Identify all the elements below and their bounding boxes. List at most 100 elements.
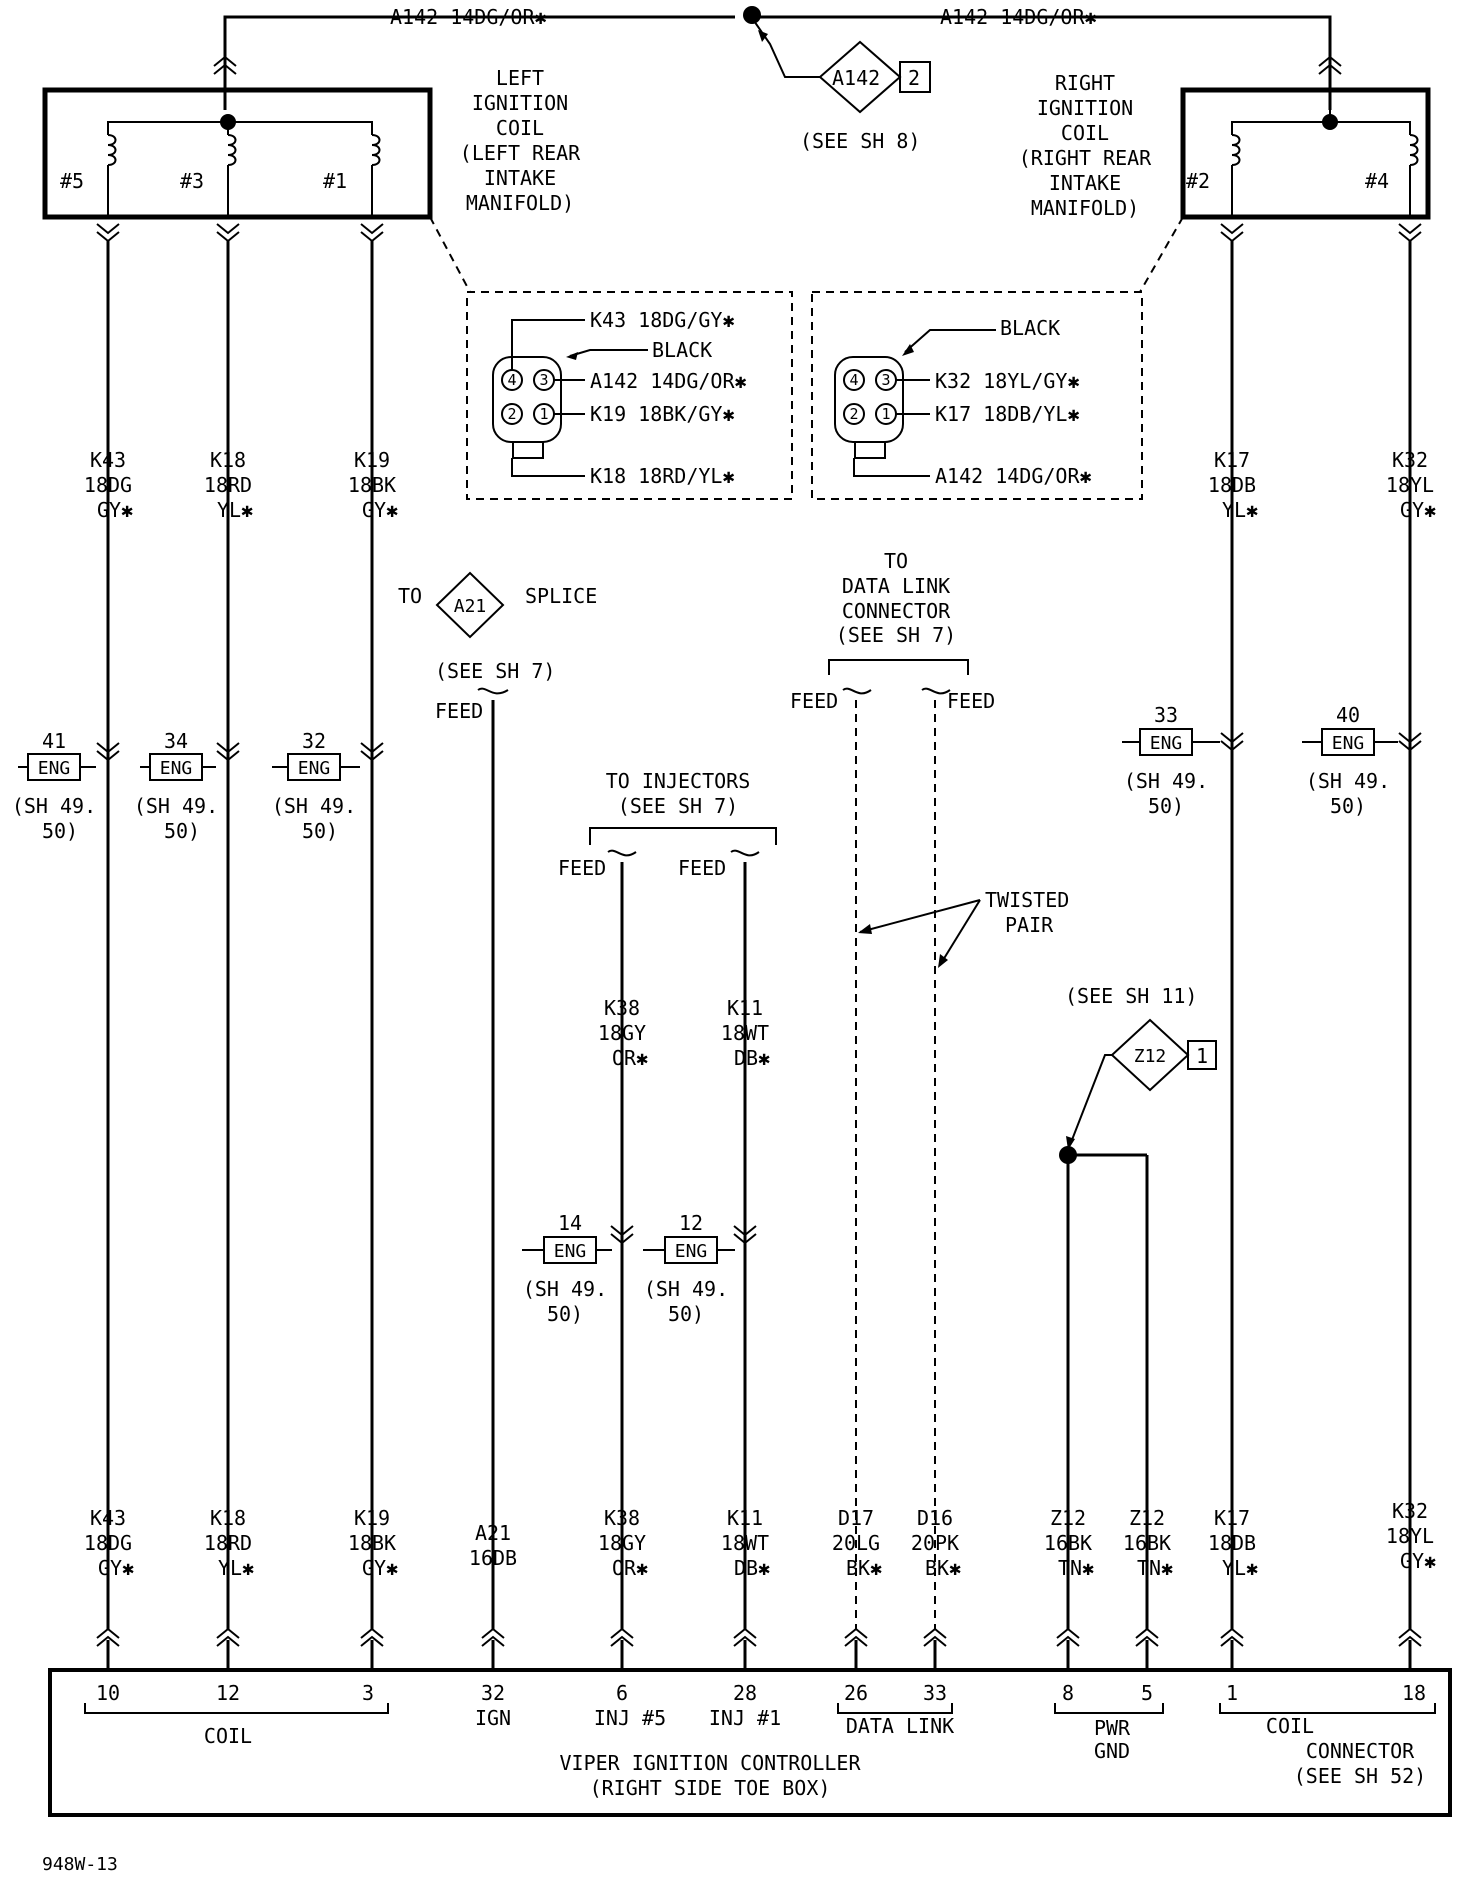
svg-text:3: 3 xyxy=(539,371,548,389)
svg-text:TN✱: TN✱ xyxy=(1058,1556,1094,1580)
svg-text:(RIGHT SIDE TOE BOX): (RIGHT SIDE TOE BOX) xyxy=(590,1776,831,1800)
svg-text:YL✱: YL✱ xyxy=(1222,498,1258,522)
svg-text:DATA LINK: DATA LINK xyxy=(846,1714,954,1738)
svg-text:40: 40 xyxy=(1336,703,1360,727)
right-ignition-coil xyxy=(1180,87,1431,220)
svg-text:K43: K43 xyxy=(90,1506,126,1530)
left-coil-internal xyxy=(107,114,381,217)
svg-text:20LG: 20LG xyxy=(832,1531,880,1555)
eng-ref-33: 33 ENG (SH 49. 50) xyxy=(1122,703,1220,818)
svg-text:D16: D16 xyxy=(917,1506,953,1530)
left-connector-face xyxy=(492,319,648,477)
svg-text:18DB: 18DB xyxy=(1208,1531,1256,1555)
z12-id: Z12 xyxy=(1134,1046,1167,1067)
winding-1: #1 xyxy=(323,169,347,193)
svg-text:YL✱: YL✱ xyxy=(1222,1556,1258,1580)
svg-text:18DG: 18DG xyxy=(84,1531,132,1555)
dlc-feed-right: FEED xyxy=(947,689,995,713)
svg-text:2: 2 xyxy=(849,405,858,423)
svg-text:COIL: COIL xyxy=(496,116,544,140)
svg-text:50): 50) xyxy=(42,819,78,843)
twisted-pair-line2: PAIR xyxy=(1005,913,1054,937)
dlc-bracket xyxy=(828,659,969,675)
svg-text:18DG: 18DG xyxy=(84,473,132,497)
right-coil-internal xyxy=(1231,110,1419,217)
svg-text:Z12: Z12 xyxy=(1050,1506,1086,1530)
svg-text:COIL: COIL xyxy=(1266,1714,1314,1738)
z12-num: 1 xyxy=(1196,1044,1208,1068)
svg-text:32: 32 xyxy=(481,1681,505,1705)
z12-see: (SEE SH 11) xyxy=(1065,984,1197,1008)
svg-text:VIPER IGNITION CONTROLLER: VIPER IGNITION CONTROLLER xyxy=(559,1751,861,1775)
svg-text:(LEFT REAR: (LEFT REAR xyxy=(460,141,581,165)
left-lead-a142: A142 14DG/OR✱ xyxy=(590,369,747,393)
svg-text:IGN: IGN xyxy=(475,1706,511,1730)
controller-name: VIPER IGNITION CONTROLLER (RIGHT SIDE TO… xyxy=(559,1751,861,1800)
svg-text:50): 50) xyxy=(164,819,200,843)
left-connector-color: BLACK xyxy=(652,338,712,362)
left-lead-k43: K43 18DG/GY✱ xyxy=(590,308,735,332)
svg-text:(SEE SH 7): (SEE SH 7) xyxy=(618,794,738,818)
injectors-label: TO INJECTORS (SEE SH 7) xyxy=(606,769,751,818)
svg-text:(SH 49.: (SH 49. xyxy=(272,794,356,818)
right-lead-k32: K32 18YL/GY✱ xyxy=(935,369,1080,393)
z12-reference xyxy=(1066,1018,1217,1150)
svg-text:20PK: 20PK xyxy=(911,1531,959,1555)
svg-text:D17: D17 xyxy=(838,1506,874,1530)
svg-text:K32: K32 xyxy=(1392,448,1428,472)
eng-ref-14: 14 ENG (SH 49. 50) xyxy=(522,1211,612,1326)
svg-text:6: 6 xyxy=(616,1681,628,1705)
svg-text:(SH 49.: (SH 49. xyxy=(134,794,218,818)
injectors-feed-right: FEED xyxy=(678,856,726,880)
a21-splice-ref xyxy=(435,571,505,639)
svg-text:INJ #1: INJ #1 xyxy=(709,1706,781,1730)
svg-text:ENG: ENG xyxy=(554,1241,587,1262)
svg-text:ENG: ENG xyxy=(1150,733,1183,754)
svg-text:A21: A21 xyxy=(475,1521,511,1545)
svg-text:K38: K38 xyxy=(604,996,640,1020)
svg-text:50): 50) xyxy=(547,1302,583,1326)
svg-text:18: 18 xyxy=(1402,1681,1426,1705)
svg-text:18GY: 18GY xyxy=(598,1021,646,1045)
svg-text:18RD: 18RD xyxy=(204,473,252,497)
svg-text:K11: K11 xyxy=(727,996,763,1020)
svg-text:TO: TO xyxy=(884,549,908,573)
svg-text:12: 12 xyxy=(679,1211,703,1235)
svg-text:ENG: ENG xyxy=(160,758,193,779)
svg-text:4: 4 xyxy=(849,371,858,389)
svg-text:ENG: ENG xyxy=(1332,733,1365,754)
eng-ref-12: 12 ENG (SH 49. 50) xyxy=(643,1211,735,1326)
svg-text:GY✱: GY✱ xyxy=(1400,1549,1436,1573)
controller-group-labels: COIL DATA LINK PWR GND COIL CONNECTOR (S… xyxy=(204,1714,1426,1788)
footer-code: 948W-13 xyxy=(42,1854,118,1875)
svg-text:(SH 49.: (SH 49. xyxy=(644,1277,728,1301)
svg-text:3: 3 xyxy=(881,371,890,389)
svg-text:(SH 49.: (SH 49. xyxy=(12,794,96,818)
a142-ref-num: 2 xyxy=(908,66,920,90)
injectors-bracket xyxy=(589,827,777,845)
eng-ref-41: 41 ENG (SH 49. 50) xyxy=(12,729,96,843)
a142-ref-id: A142 xyxy=(832,66,880,90)
svg-text:IGNITION: IGNITION xyxy=(1037,96,1133,120)
a21-to: TO xyxy=(398,584,422,608)
svg-text:CONNECTOR: CONNECTOR xyxy=(842,599,951,623)
viper-ignition-controller xyxy=(48,1668,1452,1817)
svg-text:33: 33 xyxy=(923,1681,947,1705)
svg-text:(RIGHT REAR: (RIGHT REAR xyxy=(1019,146,1152,170)
svg-text:K17: K17 xyxy=(1214,1506,1250,1530)
winding-5: #5 xyxy=(60,169,84,193)
svg-text:4: 4 xyxy=(507,371,516,389)
svg-text:16DB: 16DB xyxy=(469,1546,517,1570)
svg-text:8: 8 xyxy=(1062,1681,1074,1705)
svg-text:GND: GND xyxy=(1094,1739,1130,1763)
winding-3: #3 xyxy=(180,169,204,193)
svg-text:33: 33 xyxy=(1154,703,1178,727)
svg-text:ENG: ENG xyxy=(38,758,71,779)
a142-ref-see: (SEE SH 8) xyxy=(800,129,920,153)
right-connector-view xyxy=(811,291,1143,500)
svg-text:(SH 49.: (SH 49. xyxy=(1124,769,1208,793)
